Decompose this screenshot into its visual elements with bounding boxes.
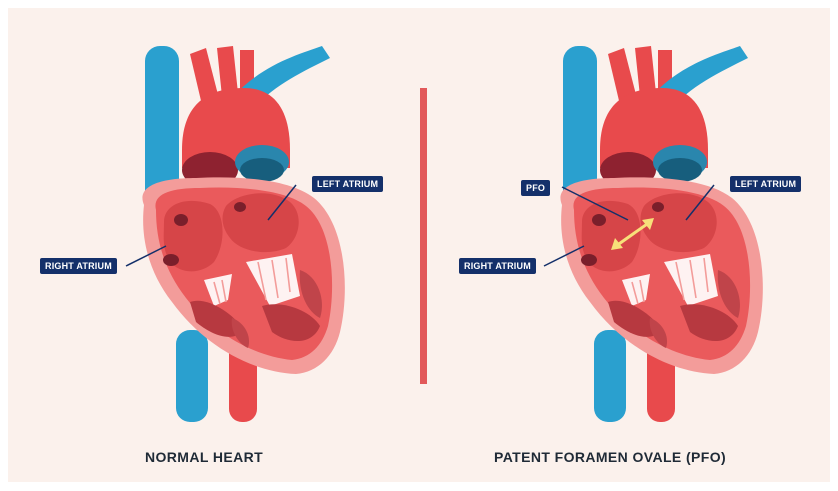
left-atrium-label-pfo: LEFT ATRIUM xyxy=(730,176,801,192)
right-atrium-label: RIGHT ATRIUM xyxy=(40,258,117,274)
pfo-heart-illustration xyxy=(418,0,838,491)
left-atrium-label: LEFT ATRIUM xyxy=(312,176,383,192)
right-atrium-label-pfo: RIGHT ATRIUM xyxy=(459,258,536,274)
normal-heart-illustration xyxy=(0,0,420,491)
normal-heart-caption: NORMAL HEART xyxy=(145,449,263,465)
pfo-caption: PATENT FORAMEN OVALE (PFO) xyxy=(494,449,726,465)
pfo-label: PFO xyxy=(521,180,550,196)
panel-divider xyxy=(420,88,427,384)
